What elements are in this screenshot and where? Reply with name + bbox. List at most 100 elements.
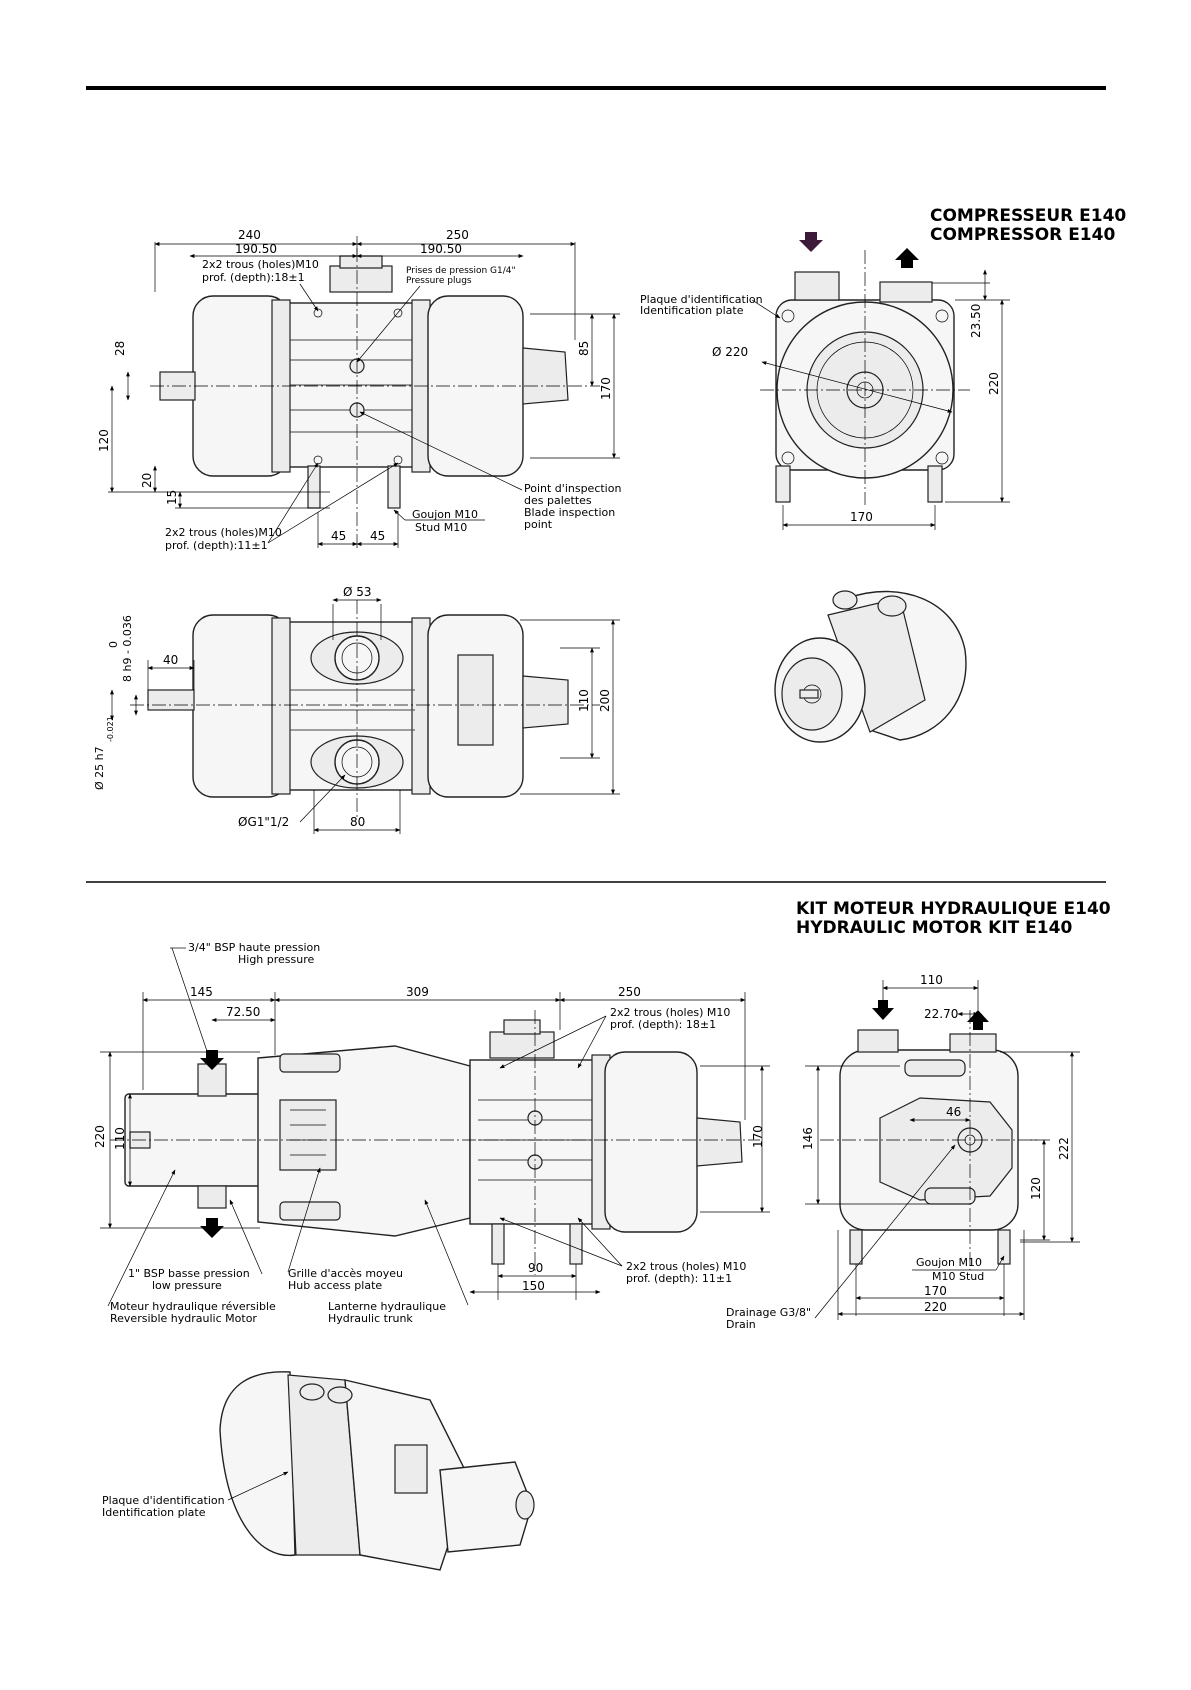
- dim-72-50: 72.50: [226, 1005, 260, 1019]
- hp-en: High pressure: [238, 953, 315, 966]
- grille-en: Hub access plate: [288, 1279, 382, 1292]
- compressor-title-en: COMPRESSOR E140: [930, 225, 1115, 245]
- compressor-end-dimensions: Plaque d'identification Identification p…: [640, 269, 1010, 530]
- dim-190-50-left: 190.50: [235, 242, 277, 256]
- dim-45-a: 45: [331, 529, 346, 543]
- trunk-fr: Lanterne hydraulique: [328, 1300, 446, 1313]
- dim-23-50: 23.50: [969, 304, 983, 338]
- dim-170-end: 170: [850, 510, 873, 524]
- motor-en: Reversible hydraulic Motor: [110, 1312, 257, 1325]
- shaft-tol-0: 0: [107, 641, 120, 648]
- dim-240: 240: [238, 228, 261, 242]
- inspection-en-2: point: [524, 518, 553, 531]
- dim-40: 40: [163, 653, 178, 667]
- motor-kit-end-dimensions: 110 22.70 46 146 120 222 Goujon M10 M10 …: [726, 973, 1080, 1331]
- iso-plate-en: Identification plate: [102, 1506, 206, 1519]
- holes-bottom-en: prof. (depth):11±1: [165, 539, 268, 552]
- trunk-en: Hydraulic trunk: [328, 1312, 413, 1325]
- motor-kit-iso-view: [219, 1371, 535, 1571]
- stud-fr: Goujon M10: [412, 508, 478, 521]
- motor-kit-side-dimensions: 3/4" BSP haute pression High pressure 14…: [93, 941, 770, 1325]
- grille-fr: Grille d'accès moyeu: [288, 1267, 403, 1280]
- dim-170: 170: [599, 377, 613, 400]
- hp-arrow-icon: [200, 1050, 224, 1070]
- dim-20: 20: [140, 473, 154, 488]
- kit-inlet-arrow-icon: [872, 1000, 894, 1020]
- drain-fr: Drainage G3/8": [726, 1306, 811, 1319]
- shaft-dia: Ø 25 h7: [93, 746, 106, 790]
- dim-146: 146: [801, 1127, 815, 1150]
- pressure-plugs-fr: Prises de pression G1/4": [406, 266, 516, 276]
- stud-kit-fr: Goujon M10: [916, 1256, 982, 1269]
- holes-bottom-kit-en: prof. (depth): 11±1: [626, 1272, 732, 1285]
- shaft-key-tol: 8 h9 - 0.036: [121, 615, 134, 682]
- dim-22-70: 22.70: [924, 1007, 958, 1021]
- inlet-arrow-icon: [799, 232, 823, 252]
- dim-220-kit-end: 220: [924, 1300, 947, 1314]
- dim-190-50-right: 190.50: [420, 242, 462, 256]
- inspection-fr-2: des palettes: [524, 494, 592, 507]
- dim-15: 15: [165, 490, 179, 505]
- dim-170-kit-end: 170: [924, 1284, 947, 1298]
- dim-110-top: 110: [577, 689, 591, 712]
- dim-110-kit: 110: [113, 1127, 127, 1150]
- dim-45-b: 45: [370, 529, 385, 543]
- plate-en: Identification plate: [640, 304, 744, 317]
- motor-kit-iso-labels: Plaque d'identification Identification p…: [102, 1471, 289, 1519]
- motor-kit-title-fr: KIT MOTEUR HYDRAULIQUE E140: [796, 899, 1111, 919]
- motor-fr: Moteur hydraulique réversible: [110, 1300, 276, 1313]
- port-label: ØG1"1/2: [238, 815, 289, 829]
- holes-bottom-fr: 2x2 trous (holes)M10: [165, 526, 282, 539]
- dim-170-kit: 170: [751, 1125, 765, 1148]
- holes-top-kit-en: prof. (depth): 18±1: [610, 1018, 716, 1031]
- pressure-plugs-en: Pressure plugs: [406, 276, 472, 286]
- holes-top-fr: 2x2 trous (holes)M10: [202, 258, 319, 271]
- holes-top-en: prof. (depth):18±1: [202, 271, 305, 284]
- lp-en: low pressure: [152, 1279, 222, 1292]
- dim-28: 28: [113, 341, 127, 356]
- hp-fr: 3/4" BSP haute pression: [188, 941, 320, 954]
- compressor-iso-view: [774, 590, 967, 743]
- iso-plate-fr: Plaque d'identification: [102, 1494, 225, 1507]
- dim-120: 120: [97, 429, 111, 452]
- dim-120-kit-end: 120: [1029, 1177, 1043, 1200]
- stud-kit-en: M10 Stud: [932, 1270, 984, 1283]
- dim-220-kit: 220: [93, 1125, 107, 1148]
- motor-kit-side-view: [110, 1010, 760, 1275]
- stud-en: Stud M10: [415, 521, 467, 534]
- dim-90: 90: [528, 1261, 543, 1275]
- compressor-top-view: [130, 600, 600, 820]
- lp-fr: 1" BSP basse pression: [128, 1267, 250, 1280]
- motor-kit-title-en: HYDRAULIC MOTOR KIT E140: [796, 918, 1072, 938]
- dim-222: 222: [1057, 1137, 1071, 1160]
- dia-53-label: Ø 53: [343, 585, 372, 599]
- compressor-title-fr: COMPRESSEUR E140: [930, 206, 1126, 226]
- compressor-end-view: [760, 232, 970, 505]
- compressor-side-view: [150, 248, 600, 550]
- dim-250: 250: [446, 228, 469, 242]
- dim-200: 200: [598, 689, 612, 712]
- dim-309: 309: [406, 985, 429, 999]
- holes-bottom-kit-fr: 2x2 trous (holes) M10: [626, 1260, 746, 1273]
- outlet-arrow-icon: [895, 248, 919, 268]
- drain-en: Drain: [726, 1318, 756, 1331]
- dim-220-end: 220: [987, 372, 1001, 395]
- dim-80: 80: [350, 815, 365, 829]
- shaft-dia-tol: -0.021: [106, 716, 115, 742]
- motor-kit-end-view: [820, 1000, 1040, 1270]
- dim-85: 85: [577, 341, 591, 356]
- dim-150: 150: [522, 1279, 545, 1293]
- dim-145: 145: [190, 985, 213, 999]
- dia-220-label: Ø 220: [712, 345, 748, 359]
- plate-fr: Plaque d'identification: [640, 293, 763, 306]
- compressor-side-dimensions: 240 250 190.50 190.50 2x2 trous (holes)M…: [97, 228, 621, 552]
- dim-250-kit: 250: [618, 985, 641, 999]
- inspection-fr-1: Point d'inspection: [524, 482, 621, 495]
- dim-110-kit-end: 110: [920, 973, 943, 987]
- dim-46: 46: [946, 1105, 961, 1119]
- kit-outlet-arrow-icon: [967, 1010, 989, 1030]
- compressor-top-dimensions: Ø 53 40 0 8 h9 - 0.036 Ø 25 h7 -0.021 11…: [93, 585, 620, 834]
- holes-top-kit-fr: 2x2 trous (holes) M10: [610, 1006, 730, 1019]
